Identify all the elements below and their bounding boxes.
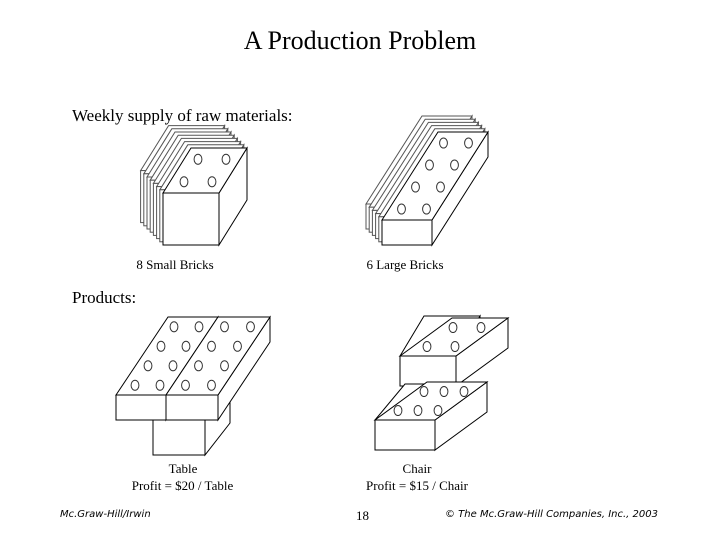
footer-publisher: Mc.Graw-Hill/Irwin	[60, 509, 151, 520]
chair-name: Chair	[402, 461, 432, 476]
table-top-brick-right	[165, 315, 271, 422]
products-heading: Products:	[72, 288, 137, 307]
table-profit: Profit = $20 / Table	[131, 478, 234, 493]
table-name: Table	[168, 461, 198, 476]
large-brick	[381, 130, 489, 247]
large-bricks-label: 6 Large Bricks	[366, 257, 444, 272]
page-title: A Production Problem	[243, 26, 477, 55]
footer-copyright: © The Mc.Graw-Hill Companies, Inc., 2003	[445, 509, 658, 520]
chair-profit: Profit = $15 / Chair	[366, 478, 468, 493]
supply-heading: Weekly supply of raw materials:	[72, 106, 293, 125]
small-bricks-label: 8 Small Bricks	[136, 257, 214, 272]
page-number: 18	[356, 508, 369, 523]
small-brick	[162, 146, 248, 247]
chair-back-brick	[398, 317, 510, 387]
chair-seat-brick	[373, 381, 489, 451]
